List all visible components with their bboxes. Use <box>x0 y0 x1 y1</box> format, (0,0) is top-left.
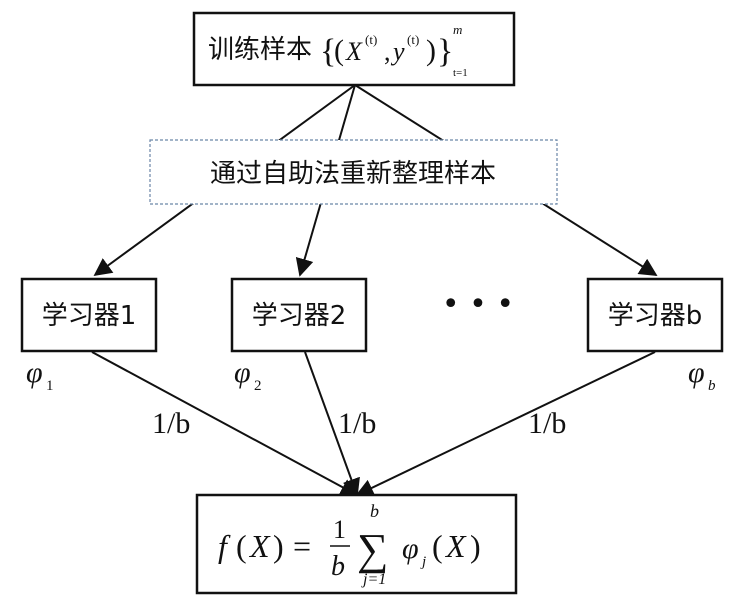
phi-b-symbol: φ <box>688 356 705 389</box>
left-brace: { <box>320 33 336 70</box>
learner-b-box: 学习器b <box>586 277 724 353</box>
left-paren: ( <box>334 34 344 67</box>
phi-1-symbol: φ <box>26 356 43 389</box>
ellipsis-dots: • • • <box>442 287 514 322</box>
weight-b-label: 1/b <box>528 407 566 440</box>
formula-y: y <box>390 37 405 66</box>
output-sum-upper: b <box>370 501 379 521</box>
edge-learner-b-to-output <box>355 351 656 497</box>
phi-2-sub: 2 <box>254 378 262 394</box>
output-phi: φ <box>402 532 419 565</box>
learner-1-box: 学习器1 <box>20 277 158 353</box>
formula-sup-t1: (t) <box>365 32 377 47</box>
output-rparen-1: ) <box>273 528 284 564</box>
weight-2-label: 1/b <box>338 407 376 440</box>
bootstrap-box: 通过自助法重新整理样本 <box>149 139 558 205</box>
output-frac-num: 1 <box>333 515 346 544</box>
phi-1-sub: 1 <box>46 378 54 394</box>
phi-1-label: φ 1 <box>26 356 54 394</box>
phi-2-label: φ 2 <box>234 356 262 394</box>
right-brace: } <box>437 33 453 70</box>
bootstrap-label: 通过自助法重新整理样本 <box>210 159 496 189</box>
formula-upper-m: m <box>453 22 462 37</box>
output-sigma: ∑ <box>357 525 388 574</box>
output-sum-lower: j=1 <box>361 571 386 588</box>
weight-1-label: 1/b <box>152 407 190 440</box>
output-x2: X <box>444 528 467 564</box>
formula-x: X <box>345 37 363 66</box>
phi-b-sub: b <box>708 378 716 394</box>
formula-lower-t1: t=1 <box>453 67 468 79</box>
learner-b-label: 学习器b <box>608 301 703 331</box>
edge-learner-1-to-output <box>91 351 359 496</box>
formula-comma: , <box>384 37 391 66</box>
training-samples-box: 训练样本 { ( X (t) , y (t) ) } m t=1 <box>192 11 516 87</box>
output-frac-den: b <box>331 551 345 582</box>
learner-to-output-edges <box>91 351 656 497</box>
edge-learner-2-to-output <box>304 351 360 497</box>
output-x1: X <box>248 528 271 564</box>
right-paren: ) <box>426 34 436 67</box>
learner-1-label: 学习器1 <box>42 301 137 331</box>
learner-2-box: 学习器2 <box>230 277 368 353</box>
output-phi-sub: j <box>420 554 426 570</box>
output-equals: = <box>293 528 311 564</box>
output-lparen-1: ( <box>236 528 247 564</box>
learner-2-label: 学习器2 <box>252 301 347 331</box>
output-lparen-2: ( <box>432 528 443 564</box>
phi-2-symbol: φ <box>234 356 251 389</box>
training-samples-formula: { ( X (t) , y (t) ) } m t=1 <box>320 22 468 79</box>
output-rparen-2: ) <box>470 528 481 564</box>
phi-b-label: φ b <box>688 356 716 394</box>
output-box: f ( X ) = 1 b b ∑ j=1 φ j ( X ) <box>195 493 518 595</box>
training-samples-label: 训练样本 <box>208 35 312 65</box>
formula-sup-t2: (t) <box>407 32 419 47</box>
